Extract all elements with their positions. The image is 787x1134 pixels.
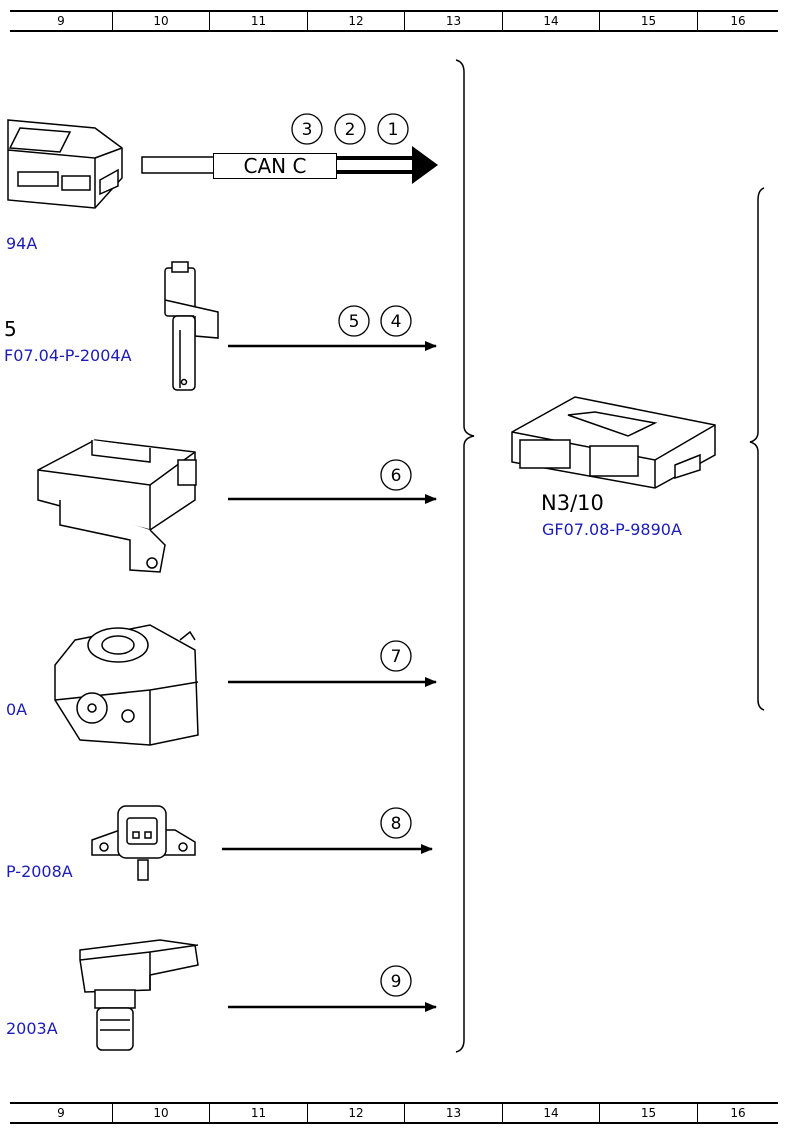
svg-text:5: 5 — [349, 312, 360, 332]
signal-number-9: 9 — [380, 965, 412, 997]
ruler-cell-12: 12 — [308, 12, 405, 30]
ruler-cell-13: 13 — [405, 12, 503, 30]
output-group-brace — [749, 187, 765, 711]
svg-text:6: 6 — [391, 466, 402, 486]
control-unit-code: N3/10 — [541, 491, 604, 515]
svg-text:3: 3 — [302, 120, 313, 140]
ruler-cell-12: 12 — [308, 1104, 405, 1122]
signal-number-5: 5 — [338, 305, 370, 337]
column-ruler-bottom: 9 10 11 12 13 14 15 16 — [10, 1102, 778, 1124]
ruler-cell-10: 10 — [113, 12, 210, 30]
component-code: 5 — [4, 317, 17, 341]
signal-number-6: 6 — [380, 459, 412, 491]
pressure-sensor-illustration — [91, 805, 196, 881]
svg-text:1: 1 — [388, 120, 399, 140]
component-ref-link[interactable]: 2003A — [6, 1019, 58, 1038]
ruler-cell-13: 13 — [405, 1104, 503, 1122]
control-module-illustration — [7, 119, 123, 209]
ruler-cell-11: 11 — [210, 1104, 308, 1122]
column-ruler-top: 9 10 11 12 13 14 15 16 — [10, 10, 778, 32]
speed-sensor-illustration — [164, 261, 219, 391]
ruler-cell-16: 16 — [730, 14, 746, 28]
signal-number-1: 1 — [377, 113, 409, 145]
svg-text:2: 2 — [345, 120, 356, 140]
signal-number-2: 2 — [334, 113, 366, 145]
ruler-cell-15: 15 — [600, 1104, 698, 1122]
svg-text:7: 7 — [391, 647, 402, 667]
ruler-cell-9: 9 — [10, 1104, 113, 1122]
component-ref-link[interactable]: 0A — [6, 700, 28, 719]
can-bus-arrow — [141, 146, 438, 184]
component-ref-link[interactable]: F07.04-P-2004A — [4, 346, 132, 365]
ruler-cell-15: 15 — [600, 12, 698, 30]
svg-text:4: 4 — [391, 312, 402, 332]
camshaft-sensor-illustration — [79, 939, 199, 1051]
signal-number-3: 3 — [291, 113, 323, 145]
control-unit-ref-link[interactable]: GF07.08-P-9890A — [542, 520, 682, 539]
ruler-cell-16: 16 — [730, 1106, 746, 1120]
input-group-brace — [455, 59, 475, 1053]
transmission-control-unit-illustration — [511, 396, 716, 489]
signal-number-7: 7 — [380, 640, 412, 672]
ruler-cell-9: 9 — [10, 12, 113, 30]
svg-text:9: 9 — [391, 972, 402, 992]
ruler-cell-14: 14 — [503, 12, 600, 30]
signal-number-8: 8 — [380, 807, 412, 839]
signal-number-4: 4 — [380, 305, 412, 337]
svg-text:8: 8 — [391, 814, 402, 834]
ruler-cell-14: 14 — [503, 1104, 600, 1122]
component-ref-link[interactable]: P-2008A — [6, 862, 73, 881]
ruler-cell-10: 10 — [113, 1104, 210, 1122]
actuator-illustration — [54, 624, 199, 746]
ruler-cell-11: 11 — [210, 12, 308, 30]
sensor-unit-illustration — [37, 439, 197, 573]
can-bus-label: CAN C — [213, 153, 337, 179]
component-ref-link[interactable]: 94A — [6, 234, 38, 253]
